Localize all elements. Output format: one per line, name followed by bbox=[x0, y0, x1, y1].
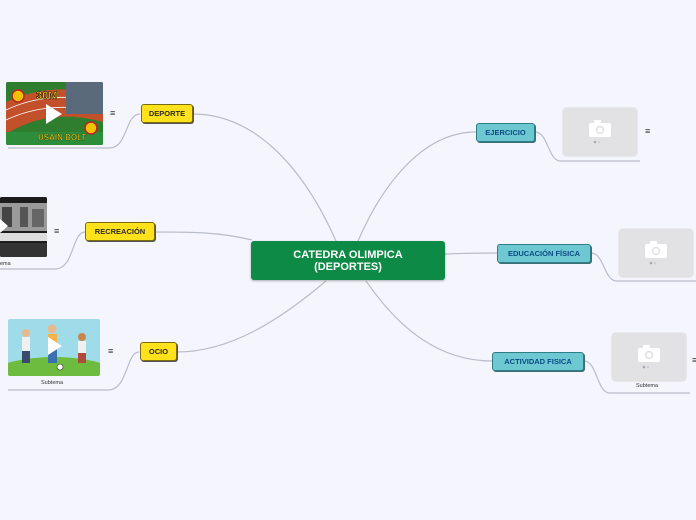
educacion-image-placeholder[interactable] bbox=[619, 229, 693, 277]
deporte-menu-icon[interactable]: ≡ bbox=[110, 108, 115, 118]
actividad-image-placeholder[interactable] bbox=[612, 333, 686, 381]
topic-recreacion[interactable]: RECREACIÓN bbox=[85, 222, 155, 241]
actividad-menu-icon[interactable]: ≡ bbox=[692, 355, 696, 365]
topic-ocio[interactable]: OCIO bbox=[140, 342, 177, 361]
camera-icon bbox=[563, 108, 637, 156]
actividad-caption: Subtema bbox=[636, 383, 658, 389]
ocio-video-thumbnail[interactable] bbox=[8, 319, 100, 376]
recreacion-video-thumbnail[interactable] bbox=[0, 197, 47, 257]
camera-icon bbox=[619, 229, 693, 277]
topic-ejercicio[interactable]: EJERCICIO bbox=[476, 123, 535, 142]
central-topic[interactable]: CATEDRA OLIMPICA (DEPORTES) bbox=[251, 241, 445, 280]
ejercicio-menu-icon[interactable]: ≡ bbox=[645, 126, 650, 136]
deporte-video-thumbnail[interactable]: 30M USAIN BOLT bbox=[6, 82, 103, 145]
recreacion-menu-icon[interactable]: ≡ bbox=[54, 226, 59, 236]
thumbnail-title-text: 30M bbox=[36, 90, 57, 102]
topic-deporte[interactable]: DEPORTE bbox=[141, 104, 193, 123]
ocio-caption: Subtema bbox=[41, 380, 63, 386]
recreacion-caption: ema bbox=[0, 261, 11, 267]
ocio-menu-icon[interactable]: ≡ bbox=[108, 346, 113, 356]
topic-educacion-fisica[interactable]: EDUCACIÓN FÍSICA bbox=[497, 244, 591, 263]
ejercicio-image-placeholder[interactable] bbox=[563, 108, 637, 156]
topic-actividad-fisica[interactable]: ACTIVIDAD FISICA bbox=[492, 352, 584, 371]
thumbnail-subtitle-text: USAIN BOLT bbox=[38, 133, 86, 142]
camera-icon bbox=[612, 333, 686, 381]
